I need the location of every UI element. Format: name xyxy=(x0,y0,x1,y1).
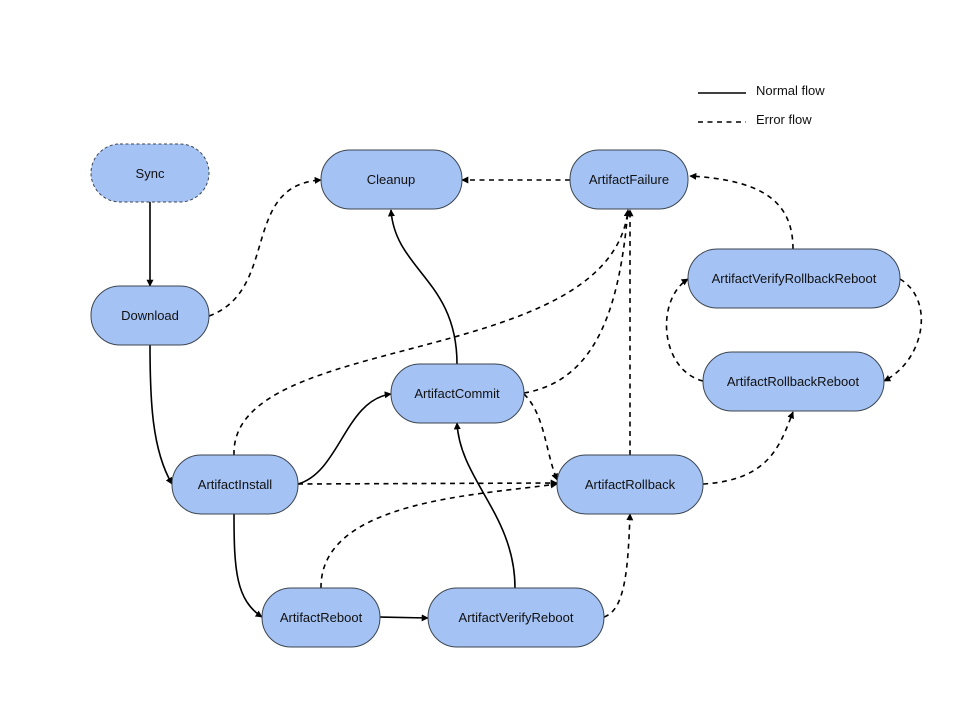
edge-verifyreboot-rollback xyxy=(603,513,634,618)
node-artifact-failure-label: ArtifactFailure xyxy=(589,172,669,187)
node-cleanup: Cleanup xyxy=(320,149,463,210)
node-cleanup-label: Cleanup xyxy=(367,172,415,187)
node-artifact-rollback-reboot-label: ArtifactRollbackReboot xyxy=(727,374,860,389)
node-artifact-rollback-label: ArtifactRollback xyxy=(585,477,676,492)
node-artifact-failure: ArtifactFailure xyxy=(569,149,689,210)
node-artifact-verify-rollback-reboot-shape xyxy=(687,248,901,309)
node-artifact-install-label: ArtifactInstall xyxy=(198,477,273,492)
edge-verifyreboot-commit xyxy=(453,422,516,589)
node-artifact-reboot-label: ArtifactReboot xyxy=(280,610,363,625)
node-artifact-commit-shape xyxy=(390,363,525,424)
edge-commit-cleanup xyxy=(387,209,458,365)
node-download-shape xyxy=(90,285,210,346)
node-artifact-install: ArtifactInstall xyxy=(171,454,299,515)
edge-reboot-rollback xyxy=(320,481,558,589)
node-download-label: Download xyxy=(121,308,179,323)
edges-normal xyxy=(146,202,516,622)
edge-commit-rollback xyxy=(523,393,558,481)
node-artifact-commit: ArtifactCommit xyxy=(390,363,525,424)
edge-rollback-rollbackreboot xyxy=(702,411,794,485)
edge-download-install xyxy=(149,344,173,485)
edge-install-commit xyxy=(297,391,392,485)
node-artifact-rollback-shape xyxy=(556,454,704,515)
node-sync: Sync xyxy=(90,143,210,203)
node-artifact-verify-reboot-shape xyxy=(427,587,605,648)
edges-error xyxy=(208,172,923,618)
node-artifact-reboot-shape xyxy=(261,587,381,648)
node-cleanup-shape xyxy=(320,149,463,210)
edge-verifyrollbackreboot-rollbackreboot xyxy=(883,278,923,382)
node-artifact-reboot: ArtifactReboot xyxy=(261,587,381,648)
node-sync-shape xyxy=(90,143,210,203)
edge-reboot-verifyreboot xyxy=(379,614,429,622)
legend: Normal flow Error flow xyxy=(698,83,825,127)
edge-install-rollback xyxy=(297,479,558,487)
legend-normal-label: Normal flow xyxy=(756,83,825,98)
edge-install-reboot xyxy=(233,513,263,618)
node-download: Download xyxy=(90,285,210,346)
edge-download-cleanup xyxy=(208,176,322,317)
legend-error-label: Error flow xyxy=(756,112,812,127)
node-artifact-rollback-reboot-shape xyxy=(702,351,885,412)
edge-verifyrollbackreboot-failure xyxy=(689,172,794,250)
edge-commit-failure xyxy=(523,209,631,394)
node-artifact-rollback: ArtifactRollback xyxy=(556,454,704,515)
node-artifact-commit-label: ArtifactCommit xyxy=(414,386,500,401)
node-sync-label: Sync xyxy=(136,166,165,181)
node-artifact-install-shape xyxy=(171,454,299,515)
edge-install-failure xyxy=(233,209,631,456)
node-artifact-verify-reboot: ArtifactVerifyReboot xyxy=(427,587,605,648)
node-artifact-failure-shape xyxy=(569,149,689,210)
node-artifact-rollback-reboot: ArtifactRollbackReboot xyxy=(702,351,885,412)
node-artifact-verify-rollback-reboot: ArtifactVerifyRollbackReboot xyxy=(687,248,901,309)
node-artifact-verify-rollback-reboot-label: ArtifactVerifyRollbackReboot xyxy=(712,271,877,286)
node-artifact-verify-reboot-label: ArtifactVerifyReboot xyxy=(459,610,574,625)
